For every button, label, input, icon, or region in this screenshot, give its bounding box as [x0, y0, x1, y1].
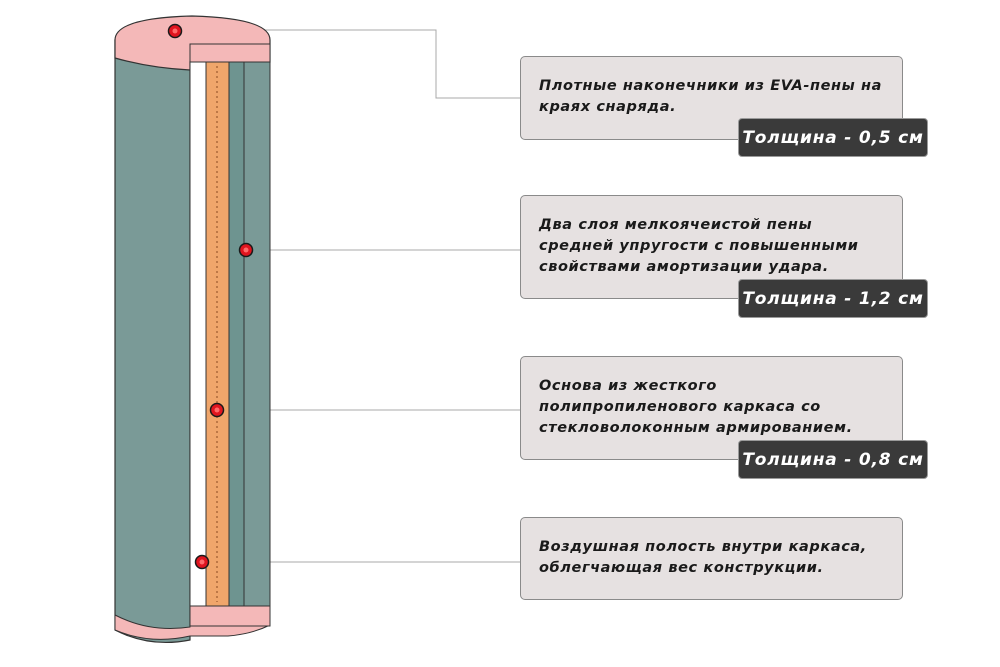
punching-bag-cutaway — [114, 15, 271, 644]
thickness-badge-frame: Толщина - 0,8 см — [738, 440, 928, 479]
eva-tip-top-section — [189, 43, 271, 63]
callout-foam-layers: Два слоя мелкоячеистой пены средней упру… — [520, 195, 903, 299]
leader-line-eva-tips — [175, 29, 520, 99]
callout-foam-layers-text: Два слоя мелкоячеистой пены средней упру… — [539, 217, 859, 275]
marker-air-cavity — [194, 554, 210, 570]
thickness-badge-foam-layers: Толщина - 1,2 см — [738, 279, 928, 318]
inner-foam-layer-1 — [228, 61, 245, 607]
callout-frame-text: Основа из жесткого полипропиленового кар… — [539, 378, 853, 436]
marker-foam-layers — [238, 242, 254, 258]
callout-air-cavity: Воздушная полость внутри каркаса, облегч… — [520, 517, 903, 600]
eva-tip-bottom-section — [189, 605, 271, 627]
marker-eva-tips — [167, 23, 183, 39]
air-cavity-layer — [189, 61, 207, 607]
frame-layer — [205, 61, 230, 607]
outer-foam-body — [114, 39, 191, 644]
marker-frame — [209, 402, 225, 418]
inner-foam-layer-2 — [243, 61, 271, 607]
thickness-badge-eva-tips: Толщина - 0,5 см — [738, 118, 928, 157]
callout-eva-tips-text: Плотные наконечники из EVA-пены на краях… — [539, 78, 883, 115]
callout-frame: Основа из жесткого полипропиленового кар… — [520, 356, 903, 460]
callout-air-cavity-text: Воздушная полость внутри каркаса, облегч… — [539, 539, 867, 576]
